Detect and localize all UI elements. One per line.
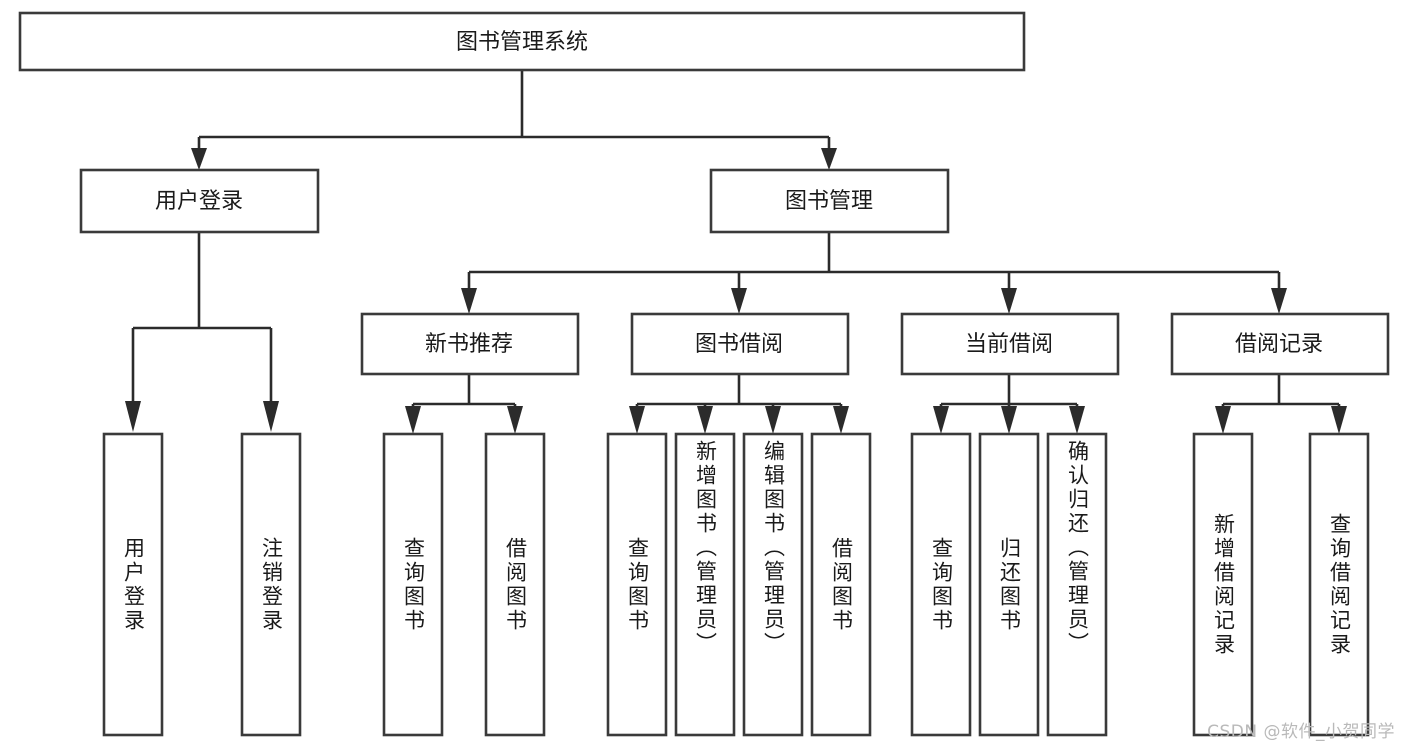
arrow-to-book-borrow: [731, 288, 747, 314]
root-label: 图书管理系统: [456, 30, 588, 55]
node-leaf-box[interactable]: [674, 432, 736, 737]
node-leaf-box[interactable]: [102, 432, 164, 737]
node-new-book-box[interactable]: [360, 312, 580, 376]
node-leaf-box[interactable]: [742, 432, 804, 737]
node-leaf-box[interactable]: [810, 432, 872, 737]
node-box-group: [18, 11, 1390, 737]
node-leaf-box[interactable]: [978, 432, 1040, 737]
node-leaf-box[interactable]: [1192, 432, 1254, 737]
node-leaf-box[interactable]: [484, 432, 546, 737]
arrow-user-login-leaf1: [125, 401, 141, 432]
arrow-to-borrow-record: [1271, 288, 1287, 314]
level2-label-book-manage: 图书管理: [785, 189, 873, 214]
arrow-borrow-record-leaf1: [1215, 406, 1231, 434]
node-book-borrow-box[interactable]: [630, 312, 850, 376]
arrow-new-book-leaf2: [507, 406, 523, 434]
arrow-book-borrow-leaf3: [765, 406, 781, 434]
node-borrow-record-box[interactable]: [1170, 312, 1390, 376]
node-leaf-box[interactable]: [240, 432, 302, 737]
arrow-current-borrow-leaf1: [933, 406, 949, 434]
node-user-login-box[interactable]: [79, 168, 320, 234]
level3-label-borrow-record: 借阅记录: [1235, 332, 1323, 357]
node-leaf-box[interactable]: [1308, 432, 1370, 737]
node-root-box[interactable]: [18, 11, 1026, 72]
arrow-user-login-leaf2: [263, 401, 279, 432]
arrow-book-borrow-leaf2: [697, 406, 713, 434]
arrow-borrow-record-leaf2: [1331, 406, 1347, 434]
node-leaf-box[interactable]: [1046, 432, 1108, 737]
node-book-manage-box[interactable]: [709, 168, 950, 234]
node-leaf-box[interactable]: [382, 432, 444, 737]
arrow-new-book-leaf1: [405, 406, 421, 434]
arrow-to-current-borrow: [1001, 288, 1017, 314]
arrow-to-book-manage: [821, 148, 837, 170]
level3-label-current-borrow: 当前借阅: [965, 332, 1053, 357]
arrow-to-new-book: [461, 288, 477, 314]
arrow-book-borrow-leaf4: [833, 406, 849, 434]
node-label-group: 图书管理系统 用户登录 图书管理 新书推荐 图书借阅 当前借阅 借阅记录: [155, 30, 1323, 357]
arrow-to-user-login: [191, 148, 207, 170]
arrow-book-borrow-leaf1: [629, 406, 645, 434]
level3-label-book-borrow: 图书借阅: [695, 332, 783, 357]
watermark: CSDN @软件_小贺同学: [1207, 722, 1395, 742]
connector-group: [125, 70, 1347, 434]
level3-label-new-book: 新书推荐: [425, 332, 513, 357]
arrow-current-borrow-leaf3: [1069, 406, 1085, 434]
arrow-current-borrow-leaf2: [1001, 406, 1017, 434]
node-leaf-box[interactable]: [910, 432, 972, 737]
level2-label-user-login: 用户登录: [155, 189, 243, 214]
node-current-borrow-box[interactable]: [900, 312, 1120, 376]
node-leaf-box[interactable]: [606, 432, 668, 737]
